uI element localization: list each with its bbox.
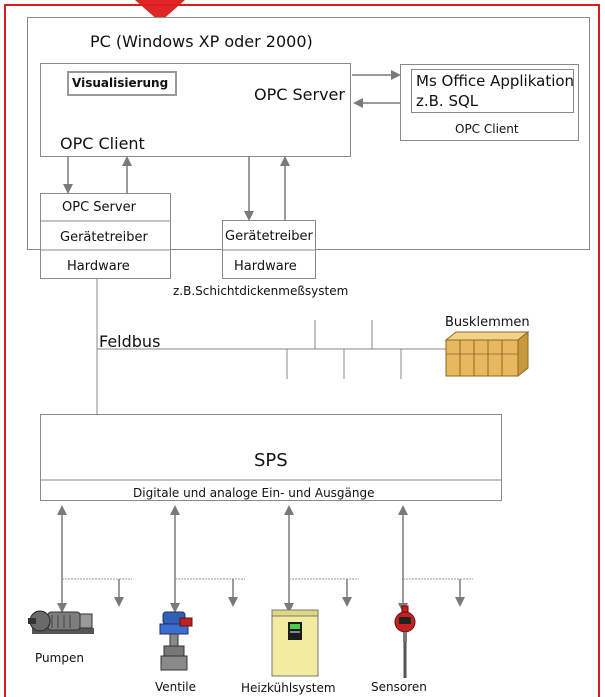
schichtdicken-label: z.B.Schichtdickenmeßsystem (173, 284, 349, 298)
busklemmen-label: Busklemmen (445, 315, 530, 330)
opc-client-office-label: OPC Client (455, 122, 519, 136)
io-label: Digitale und analoge Ein- und Ausgänge (133, 486, 375, 500)
geraetetreiber-mid-label: Gerätetreiber (225, 229, 313, 244)
outer-frame (4, 4, 600, 697)
office-app-label: Ms Office Applikation (416, 72, 575, 90)
left-driver-stack (40, 193, 171, 279)
sensoren-label: Sensoren (371, 680, 427, 694)
opc-client-main-label: OPC Client (60, 134, 145, 153)
office-inner-box: Ms Office Applikation z.B. SQL (411, 69, 574, 113)
opc-server-main-label: OPC Server (254, 85, 345, 104)
heizkuehlsystem-icon (271, 609, 319, 677)
sql-label: z.B. SQL (416, 92, 479, 110)
hardware-left-label: Hardware (67, 259, 130, 274)
opc-main-box (40, 63, 351, 157)
opc-server-left-label: OPC Server (62, 200, 136, 215)
busklemmen-icon (444, 330, 530, 378)
geraetetreiber-left-label: Gerätetreiber (60, 230, 148, 245)
pc-title: PC (Windows XP oder 2000) (90, 32, 313, 51)
heizkuehl-label: Heizkühlsystem (241, 681, 336, 695)
visualisierung-box: Visualisierung (67, 71, 177, 96)
visualisierung-label: Visualisierung (72, 76, 169, 90)
sensor-icon (394, 605, 416, 678)
sps-box (40, 414, 502, 501)
valve-icon (159, 611, 193, 671)
ventile-label: Ventile (155, 680, 197, 694)
hardware-mid-label: Hardware (234, 259, 297, 274)
pumpen-label: Pumpen (35, 651, 84, 665)
pump-icon (28, 610, 94, 634)
feldbus-label: Feldbus (99, 332, 161, 351)
sps-label: SPS (254, 450, 288, 471)
